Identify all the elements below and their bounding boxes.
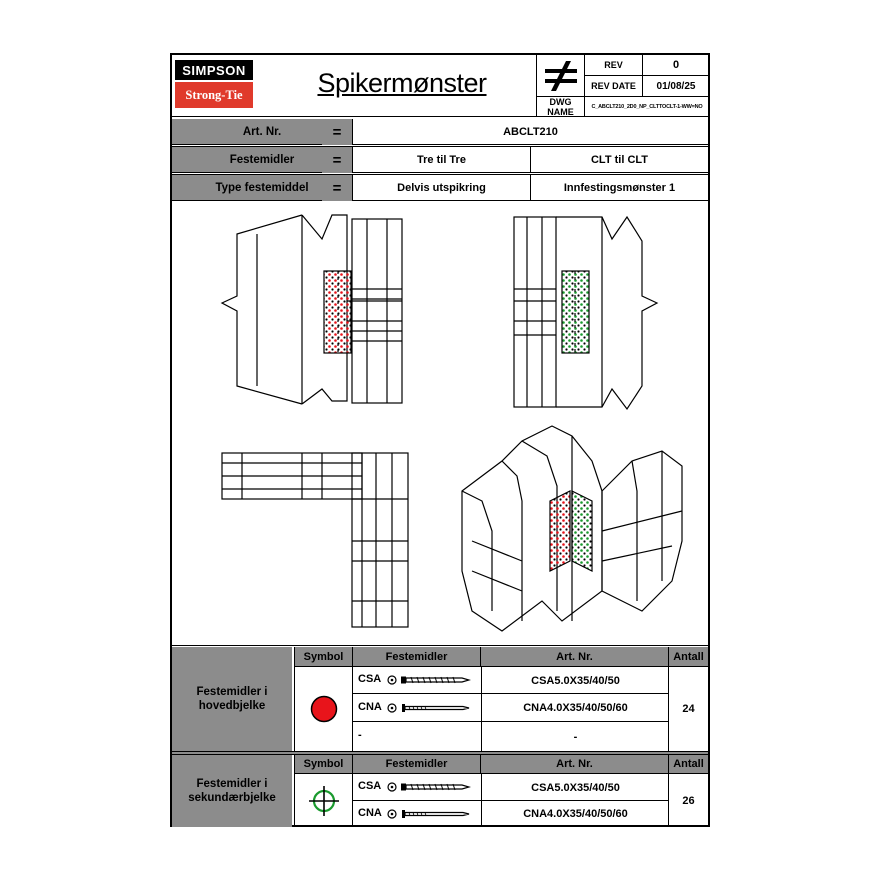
table-separator [172, 751, 708, 755]
table-row: CNA CNA4.0X35/40/50/60 [352, 694, 668, 722]
table2-symbol-cell [294, 774, 352, 827]
table-row: - - [352, 722, 668, 751]
table2-col-fasteners: Festemidler [352, 755, 480, 774]
festemidler-equals: = [322, 147, 352, 173]
view-front-right [513, 215, 659, 411]
fastener-type: CSA [358, 673, 382, 685]
fastener-type: - [358, 729, 362, 741]
view-front-left [220, 214, 403, 405]
table-row: CSA CSA5.0X35/40/50 [352, 774, 668, 801]
view-plan [221, 452, 409, 628]
art-number: CNA4.0X35/40/50/60 [481, 694, 669, 722]
page-title: Spikermønster [317, 67, 487, 98]
technical-drawings [220, 214, 683, 632]
screw-icon [387, 675, 471, 685]
art-number: CSA5.0X35/40/50 [481, 667, 669, 694]
table-row: CSA CSA5.0X35/40/50 [352, 667, 668, 694]
art-number: CSA5.0X35/40/50 [481, 774, 669, 801]
table2-col-qty: Antall [668, 755, 708, 774]
art-nr-equals: = [322, 119, 352, 145]
crosshair-icon [308, 785, 339, 816]
fastener-type: CSA [358, 780, 382, 792]
rev-date-label: REV DATE [585, 76, 643, 97]
view-isometric [461, 425, 683, 632]
table2-col-art: Art. Nr. [480, 755, 668, 774]
rev-block: DWG NAME REV 0 REV DATE 01/08/25 C_ABCLT… [536, 55, 709, 117]
fastener-type: CNA [358, 701, 382, 713]
dwg-name-label: DWG NAME [537, 97, 585, 117]
table1-col-art: Art. Nr. [480, 647, 668, 667]
table1-qty: 24 [668, 667, 708, 751]
logo-simpson: SIMPSON [175, 60, 253, 80]
rev-label: REV [585, 55, 643, 76]
table1-group-label: Festemidler i hovedbjelke [172, 647, 292, 751]
table1-col-symbol: Symbol [294, 647, 352, 667]
festemidler-value-2: CLT til CLT [530, 147, 708, 173]
drawing-sheet: SIMPSON Strong-Tie Spikermønster DWG NAM… [170, 53, 710, 827]
filled-circle-icon [310, 695, 337, 723]
logo-strong-tie: Strong-Tie [175, 82, 253, 108]
festemidler-value-1: Tre til Tre [352, 147, 530, 173]
table1-col-fasteners: Festemidler [352, 647, 480, 667]
rev-date-value: 01/08/25 [643, 76, 709, 97]
table-row: CNA CNA4.0X35/40/50/60 [352, 801, 668, 827]
type-equals: = [322, 175, 352, 201]
screw-icon [387, 782, 471, 792]
table1-col-qty: Antall [668, 647, 708, 667]
nail-icon [387, 703, 470, 713]
table2-qty: 26 [668, 774, 708, 827]
art-nr-value: ABCLT210 [352, 119, 708, 145]
table1-symbol-cell [294, 667, 352, 751]
table2-group-label: Festemidler i sekundærbjelke [172, 755, 292, 827]
dwg-name-value: C_ABCLT210_2D0_NP_CLTTOCLT-1-WW=NO [591, 104, 703, 110]
rev-value: 0 [643, 55, 709, 76]
fastener-type: CNA [358, 807, 382, 819]
not-equal-icon [537, 55, 585, 97]
art-number: - [481, 722, 669, 751]
title-block [172, 55, 708, 117]
art-number: CNA4.0X35/40/50/60 [481, 801, 669, 827]
nail-icon [387, 809, 470, 819]
type-value-1: Delvis utspikring [352, 175, 530, 201]
table2-col-symbol: Symbol [294, 755, 352, 774]
type-value-2: Innfestingsmønster 1 [530, 175, 708, 201]
